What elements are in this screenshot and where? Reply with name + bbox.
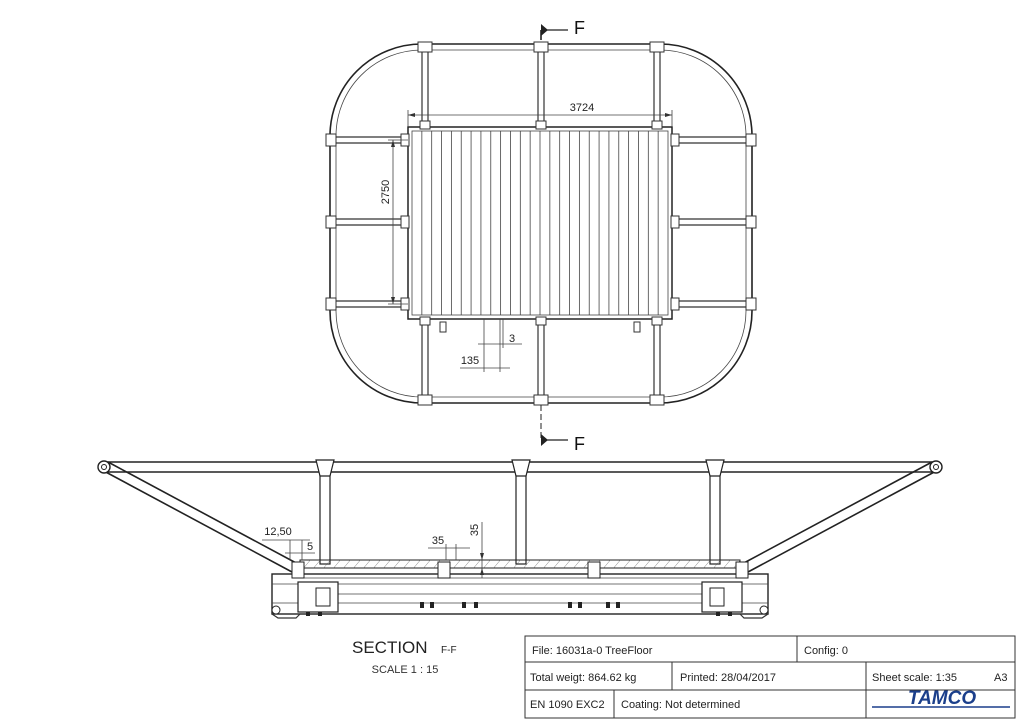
dimension-length: 3724 [407, 102, 673, 127]
tb-config: Config: 0 [804, 645, 848, 657]
tb-sheet-size: A3 [994, 672, 1007, 684]
section-base-frame [271, 561, 769, 619]
section-scale: SCALE 1 : 15 [372, 664, 439, 676]
plan-horizontal-tubes [330, 136, 752, 308]
section-dimensions: 12,50 5 35 35 [262, 522, 484, 578]
tb-file: File: 16031a-0 TreeFloor [532, 645, 653, 657]
dim-5-label: 5 [307, 541, 313, 553]
section-floor-deck [299, 559, 741, 579]
dim-1250-label: 12,50 [264, 526, 292, 538]
floor-slats [421, 131, 659, 315]
section-marker-bottom: F [574, 434, 585, 454]
plan-joints [325, 41, 757, 406]
section-view: 12,50 5 35 35 SECTION F-F SCALE 1 : 15 [97, 459, 943, 676]
dim-width-label: 2750 [380, 180, 392, 204]
tamco-logo-text: TAMCO [908, 688, 976, 709]
dim-pitch-label: 135 [461, 355, 479, 367]
floor-panel [400, 120, 680, 333]
dimension-width: 2750 [380, 139, 408, 305]
title-block: File: 16031a-0 TreeFloor Config: 0 Total… [524, 635, 1016, 719]
section-title: SECTION [352, 638, 428, 657]
dimension-slat: 135 3 [460, 319, 522, 372]
vertical-posts [315, 459, 725, 565]
section-marker: F F [540, 18, 585, 454]
dim-35v-label: 35 [469, 524, 481, 536]
dim-length-label: 3724 [570, 102, 594, 114]
tb-total-weight: Total weigt: 864.62 kg [530, 672, 636, 684]
diagonal-struts [97, 460, 943, 573]
section-marker-top: F [574, 18, 585, 38]
dim-35h-label: 35 [432, 535, 444, 547]
tb-sheet-scale: Sheet scale: 1:35 [872, 672, 957, 684]
tamco-logo: TAMCO [872, 688, 1010, 709]
section-title-suffix: F-F [441, 645, 457, 656]
tb-coating: Coating: Not determined [621, 699, 740, 711]
plan-view: 3724 2750 135 3 [325, 18, 757, 454]
tb-standard: EN 1090 EXC2 [530, 699, 605, 711]
dim-gap-label: 3 [509, 333, 515, 345]
tb-printed: Printed: 28/04/2017 [680, 672, 776, 684]
